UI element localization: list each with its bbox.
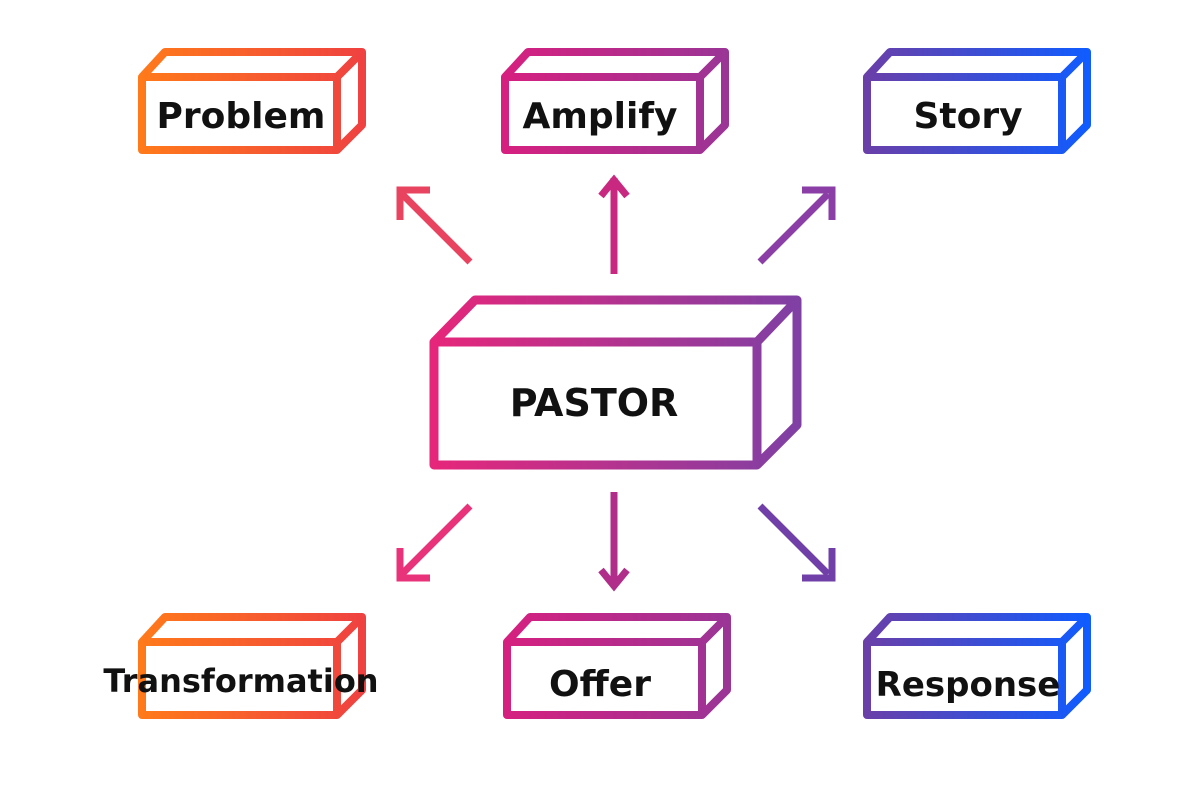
arrow-to-problem — [396, 186, 473, 265]
center-box — [429, 295, 802, 470]
box-offer — [503, 613, 731, 719]
box-response — [863, 613, 1091, 719]
arrow-to-amplify — [598, 174, 630, 274]
arrow-to-offer — [598, 492, 630, 592]
box-problem-frame — [138, 48, 366, 154]
box-story-frame — [863, 48, 1091, 154]
arrow-to-story — [757, 186, 836, 265]
box-amplify-label: Amplify — [523, 96, 678, 137]
box-problem — [138, 48, 366, 154]
box-amplify-frame — [501, 48, 729, 154]
box-response-frame — [863, 613, 1091, 719]
box-offer-frame — [503, 613, 731, 719]
box-story — [863, 48, 1091, 154]
center-box-frame — [429, 295, 802, 470]
box-transformation-label: Transformation — [103, 662, 378, 700]
box-story-label: Story — [913, 96, 1022, 137]
box-response-label: Response — [876, 665, 1061, 705]
box-transformation-frame — [138, 613, 366, 719]
center-label: PASTOR — [510, 381, 679, 425]
arrow-to-transformation — [396, 503, 473, 582]
box-offer-label: Offer — [549, 664, 651, 705]
box-amplify — [501, 48, 729, 154]
box-problem-label: Problem — [157, 96, 326, 137]
box-transformation — [138, 613, 366, 719]
arrow-to-response — [757, 503, 836, 582]
